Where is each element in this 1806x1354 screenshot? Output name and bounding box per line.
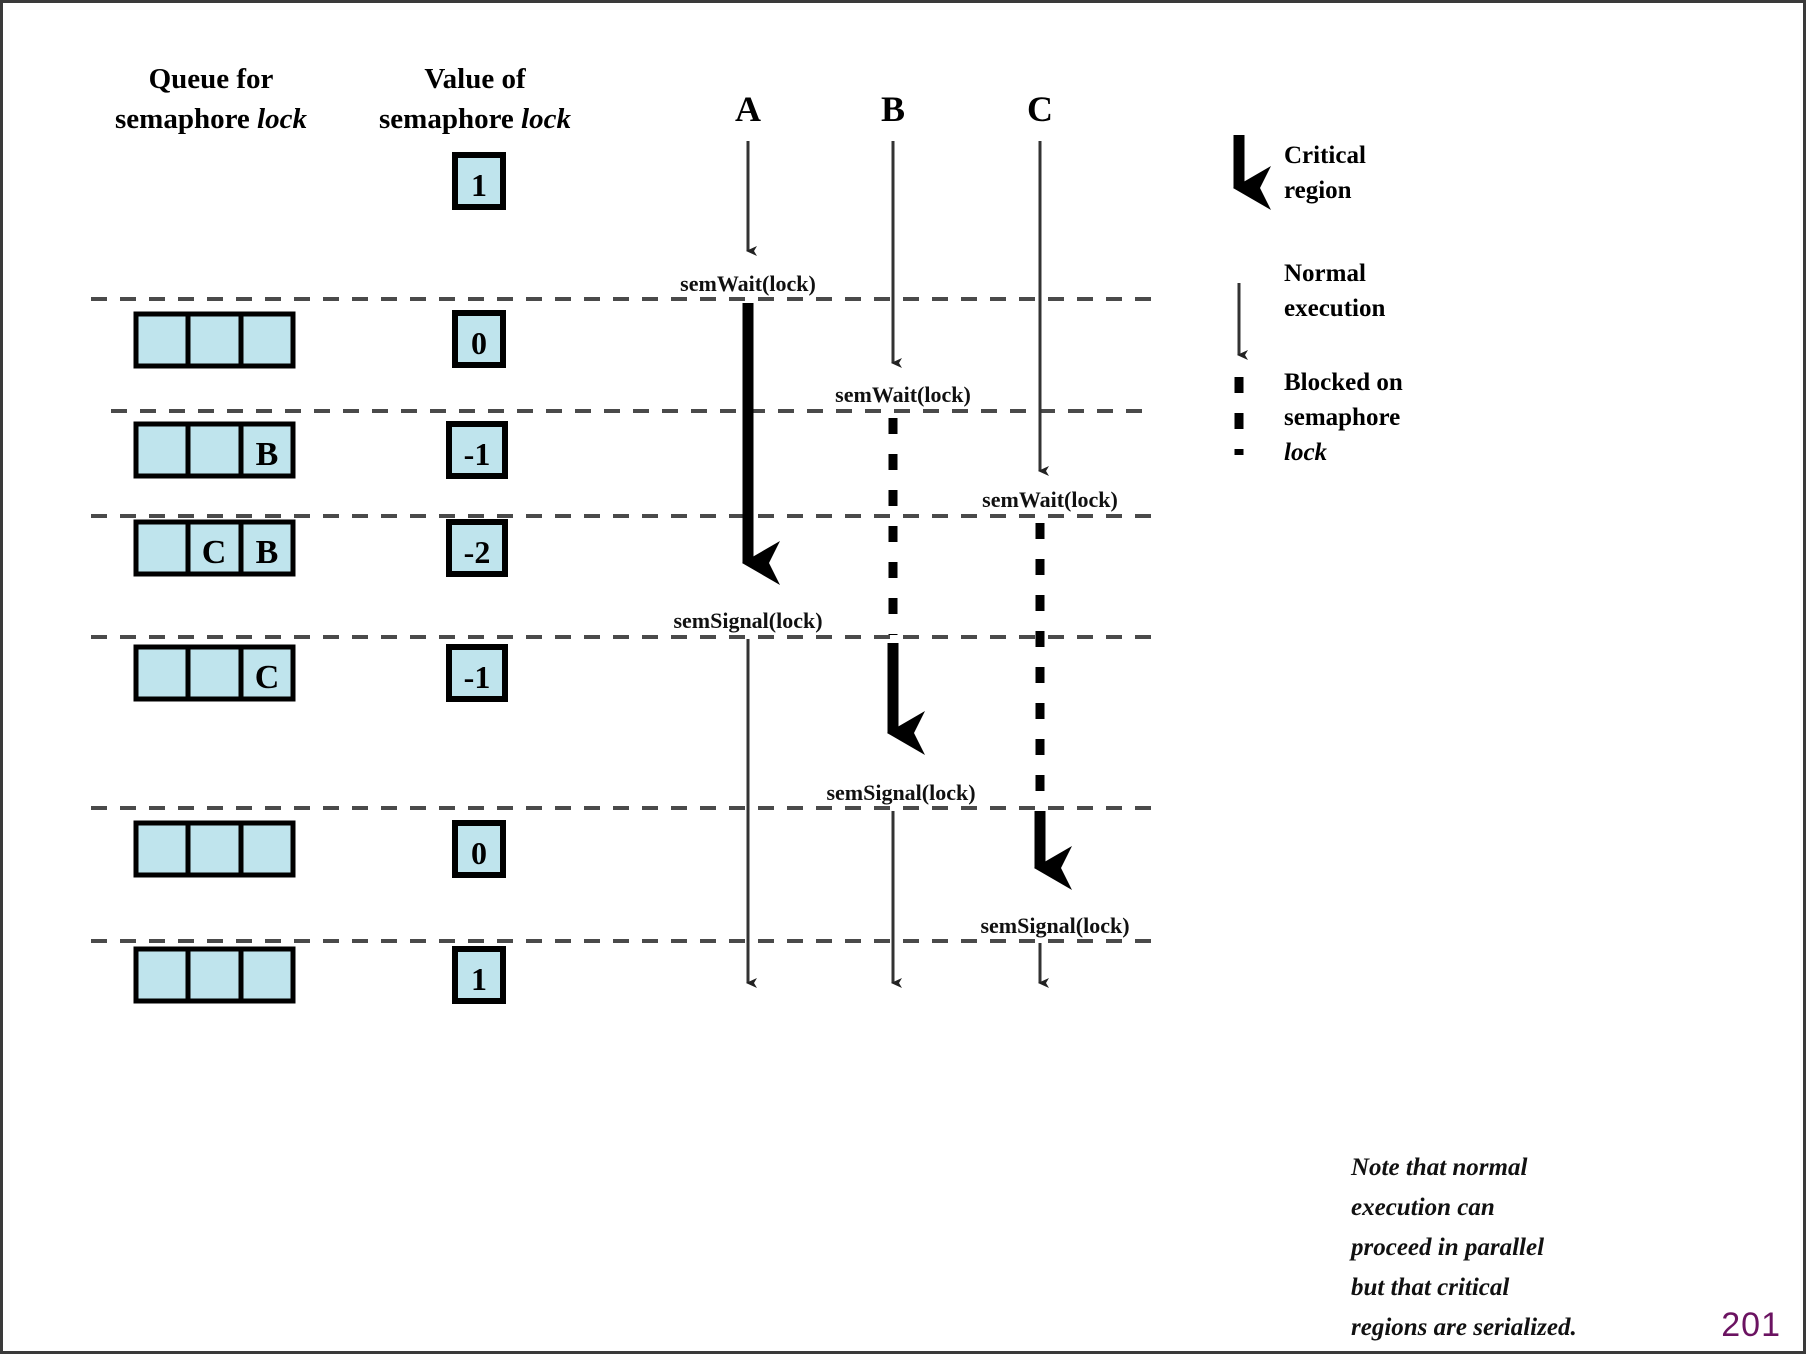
queue-cell: B — [256, 436, 279, 473]
process-label-c: C — [1027, 89, 1053, 129]
op-label-b-semwait: semWait(lock) — [835, 382, 971, 407]
op-label-c-semsignal: semSignal(lock) — [980, 913, 1129, 938]
value-box: 0 — [452, 820, 506, 878]
value-text: 1 — [471, 167, 487, 203]
queue-cell: C — [255, 659, 280, 696]
legend-item-critical-region: Critical region — [1233, 135, 1366, 210]
bottom-note: Note that normal execution can proceed i… — [1349, 1154, 1577, 1341]
value-box: -1 — [446, 644, 508, 702]
legend-label-line2: region — [1284, 177, 1352, 204]
value-box: 1 — [452, 946, 506, 1004]
value-box: -2 — [446, 519, 508, 577]
legend-label-line1: Blocked on — [1284, 369, 1403, 396]
value-text: -2 — [464, 534, 491, 570]
legend-label-line1: Critical — [1284, 142, 1366, 169]
legend-item-blocked: Blocked on semaphore lock — [1234, 369, 1403, 466]
legend-label-line2: semaphore — [1284, 404, 1400, 431]
semaphore-value-boxes: 1 0 -1 -2 -1 0 1 — [446, 152, 508, 1004]
queue-header-line2: semaphore lock — [115, 103, 307, 135]
value-box: -1 — [446, 421, 508, 479]
queue-header-line1: Queue for — [149, 63, 274, 95]
value-header-line1: Value of — [424, 63, 526, 95]
page-number: 201 — [1721, 1306, 1781, 1344]
legend-label-line1: Normal — [1284, 260, 1366, 287]
queue-cell: C — [202, 534, 227, 571]
note-line: regions are serialized. — [1351, 1314, 1577, 1341]
queue-row — [133, 311, 296, 369]
op-label-c-semwait: semWait(lock) — [982, 487, 1118, 512]
queue-column-header: Queue for semaphore lock — [115, 63, 307, 135]
value-text: 1 — [471, 961, 487, 997]
value-box: 1 — [452, 152, 506, 210]
value-text: -1 — [464, 659, 491, 695]
note-line: execution can — [1351, 1194, 1495, 1221]
value-text: 0 — [471, 325, 487, 361]
value-column-header: Value of semaphore lock — [379, 63, 571, 135]
lifeline-process-b: semWait(lock) semSignal(lock) — [826, 141, 976, 988]
legend: Critical region Normal execution Blocked… — [1233, 135, 1403, 466]
lifeline-process-c: semWait(lock) semSignal(lock) — [980, 141, 1130, 988]
queue-row — [133, 820, 296, 878]
queue-boxes: B C B C — [133, 311, 296, 1004]
semaphore-timing-diagram: Queue for semaphore lock Value of semaph… — [91, 63, 1577, 1341]
note-line: Note that normal — [1350, 1154, 1527, 1181]
op-label-a-semwait: semWait(lock) — [680, 271, 816, 296]
value-box: 0 — [452, 310, 506, 368]
queue-row: C — [133, 644, 296, 702]
value-text: 0 — [471, 835, 487, 871]
op-label-a-semsignal: semSignal(lock) — [673, 608, 822, 633]
queue-row: B — [133, 421, 296, 479]
value-text: -1 — [464, 436, 491, 472]
queue-row — [133, 946, 296, 1004]
note-line: proceed in parallel — [1349, 1234, 1544, 1261]
lifeline-process-a: semWait(lock) semSignal(lock) — [673, 141, 823, 988]
note-line: but that critical — [1351, 1274, 1509, 1301]
queue-row: C B — [133, 519, 296, 577]
queue-cell: B — [256, 534, 279, 571]
op-label-b-semsignal: semSignal(lock) — [826, 780, 975, 805]
legend-label-line3: lock — [1284, 439, 1328, 466]
legend-label-line2: execution — [1284, 295, 1385, 322]
process-label-b: B — [881, 89, 905, 129]
legend-item-normal-execution: Normal execution — [1237, 260, 1385, 360]
value-header-line2: semaphore lock — [379, 103, 571, 135]
process-label-a: A — [735, 89, 761, 129]
